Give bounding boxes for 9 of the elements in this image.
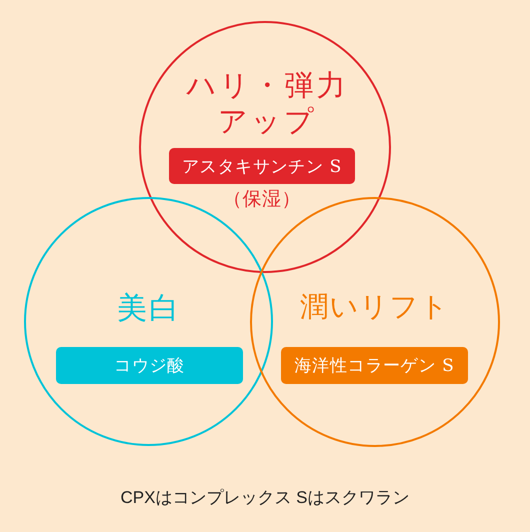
ingredient-label: アスタキサンチン S <box>169 148 355 184</box>
circle-heading: 潤いリフト <box>300 290 450 324</box>
circle-note: （保湿） <box>223 188 301 211</box>
caption: CPXはコンプレックス Sはスクワラン <box>120 487 410 509</box>
circle-heading: ハリ・弾力アップ <box>185 67 350 139</box>
ingredient-label: コウジ酸 <box>56 347 243 384</box>
circle-heading: 美白 <box>117 291 181 327</box>
ingredient-label: 海洋性コラーゲン S <box>281 347 468 384</box>
venn-circle <box>139 21 391 273</box>
